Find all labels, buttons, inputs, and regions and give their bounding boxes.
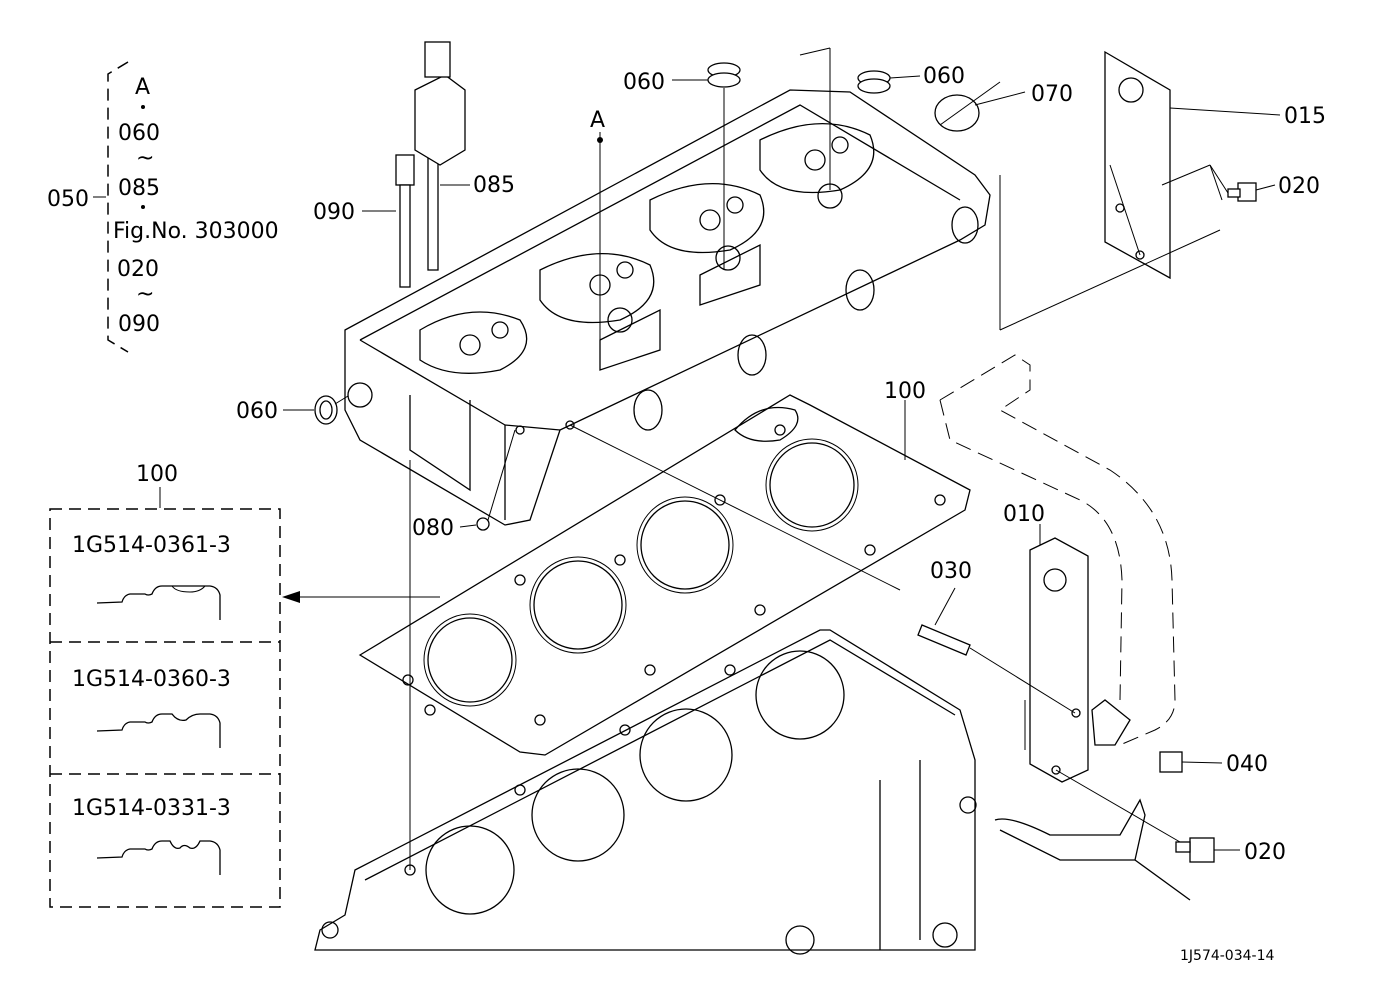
callout-085: 085 — [473, 173, 515, 198]
cylinder-head — [344, 89, 991, 526]
bracket-line-fig: Fig.No. 303000 — [113, 219, 279, 244]
callout-015: 015 — [1284, 104, 1326, 129]
plate-010 — [1029, 537, 1131, 783]
water-pipe — [939, 354, 1176, 746]
gasket-variant-3-profile — [96, 840, 221, 875]
bolt-020-top — [1227, 182, 1257, 202]
pipe-lower — [994, 798, 1191, 901]
callout-090: 090 — [313, 200, 355, 225]
assembly-bracket: 050 A 060 ~ 085 Fig.No. 303000 020 ~ 090 — [47, 61, 279, 353]
gasket-variant-1-profile — [96, 585, 221, 620]
cylinder-block — [314, 629, 977, 955]
seal-060-top-right — [857, 70, 891, 94]
gasket-variant-3-part-number: 1G514-0331-3 — [72, 796, 231, 821]
callouts: 060 060 070 015 020 085 090 A 060 100 08… — [236, 64, 1326, 865]
bracket-line-a: A — [135, 75, 150, 100]
gasket-variant-1-part-number: 1G514-0361-3 — [72, 533, 231, 558]
stud-030 — [917, 624, 971, 656]
bolt-090 — [395, 154, 415, 288]
callout-100: 100 — [884, 379, 926, 404]
callout-020-bottom: 020 — [1244, 840, 1286, 865]
arrow-icon — [282, 591, 300, 603]
callout-060-top-left: 060 — [623, 70, 665, 95]
callout-a: A — [590, 108, 605, 133]
nozzle-holder — [414, 41, 466, 166]
gasket-variant-2-part-number: 1G514-0360-3 — [72, 667, 231, 692]
bracket-line-020: 020 — [117, 257, 159, 282]
callout-060-top-right: 060 — [923, 64, 965, 89]
callout-060-left: 060 — [236, 399, 278, 424]
callout-080: 080 — [412, 516, 454, 541]
seal-060-left — [314, 395, 338, 425]
drawing-number: 1J574-034-14 — [1180, 948, 1274, 964]
bracket-line-060: 060 — [118, 121, 160, 146]
bracket-line-090: 090 — [118, 312, 160, 337]
callout-010: 010 — [1003, 502, 1045, 527]
head-gasket — [358, 394, 971, 756]
range-symbol-1: ~ — [136, 146, 154, 171]
callout-030: 030 — [930, 559, 972, 584]
callout-040: 040 — [1226, 752, 1268, 777]
seal-060-top-left — [707, 62, 741, 88]
callout-100-variants: 100 — [136, 462, 178, 487]
plug-080 — [476, 517, 490, 531]
callout-070: 070 — [1031, 82, 1073, 107]
callout-020-top: 020 — [1278, 174, 1320, 199]
gasket-variants-box: 100 1G514-0361-3 1G514-0360-3 1G514-0331… — [49, 462, 281, 908]
range-symbol-2: ~ — [136, 282, 154, 307]
bolt-040 — [1159, 751, 1183, 773]
bracket-line-085: 085 — [118, 176, 160, 201]
bolt-020-bottom — [1175, 837, 1215, 863]
callout-050: 050 — [47, 187, 89, 212]
gasket-variant-2-profile — [96, 713, 221, 748]
stud-085 — [427, 149, 439, 271]
plate-015 — [1104, 50, 1171, 280]
leader-lines — [93, 47, 1281, 870]
